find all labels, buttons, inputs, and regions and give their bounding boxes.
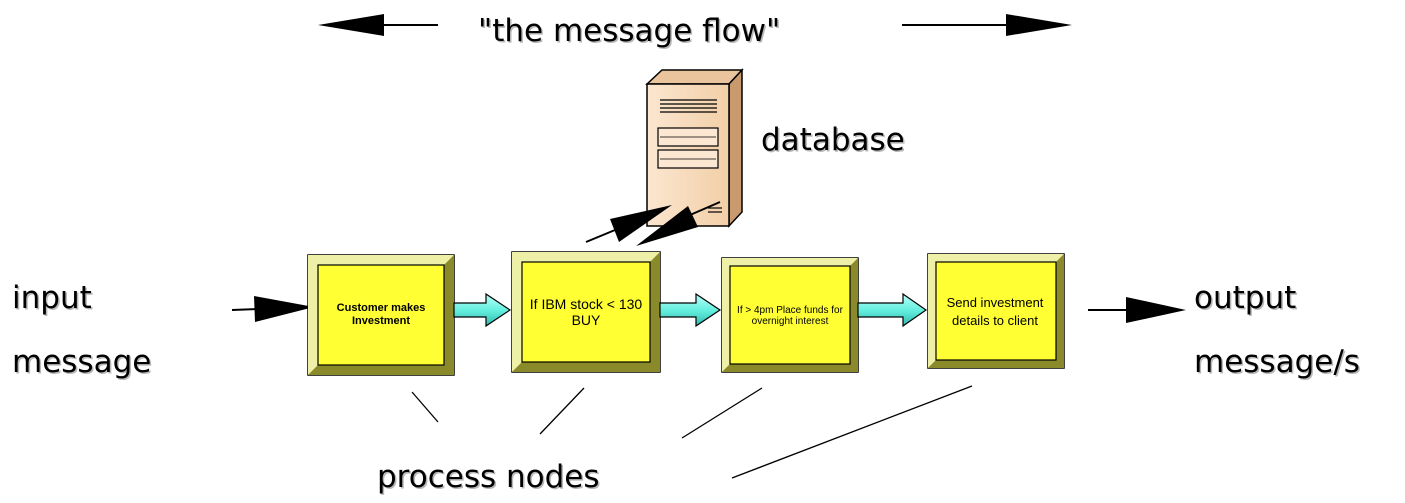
input-label-line-1: input: [12, 280, 92, 316]
process-node-1: [307, 254, 455, 376]
database-write-arrow: [585, 205, 672, 243]
process-node-pointers: [411, 385, 973, 479]
connector-arrow-3: [857, 292, 928, 328]
process-node-1-text: Customer makes Investment: [336, 302, 426, 327]
process-node-3-text: If > 4pm Place funds for overnight inter…: [737, 304, 843, 328]
database-label: database: [761, 122, 905, 158]
process-node-4-text: Send investment details to client: [946, 295, 1044, 328]
process-node-4: [927, 253, 1065, 369]
input-label-line-2: message: [12, 344, 152, 380]
flow-arrow-left: [318, 14, 438, 36]
output-arrow: [1088, 297, 1186, 323]
process-node-2-text: If IBM stock < 130 BUY: [529, 295, 643, 328]
output-label-line-1: output: [1194, 280, 1297, 316]
database-server-icon: [645, 68, 744, 228]
message-flow-title: "the message flow": [478, 13, 781, 49]
flow-arrow-right: [902, 14, 1072, 36]
output-label-line-2: message/s: [1194, 344, 1360, 380]
database-read-arrow: [636, 201, 721, 246]
input-arrow: [231, 296, 314, 322]
connector-arrow-2: [659, 292, 722, 328]
process-nodes-label: process nodes: [377, 459, 600, 495]
process-node-2: [511, 251, 661, 373]
connector-arrow-1: [453, 292, 512, 328]
process-node-3: [721, 257, 859, 373]
